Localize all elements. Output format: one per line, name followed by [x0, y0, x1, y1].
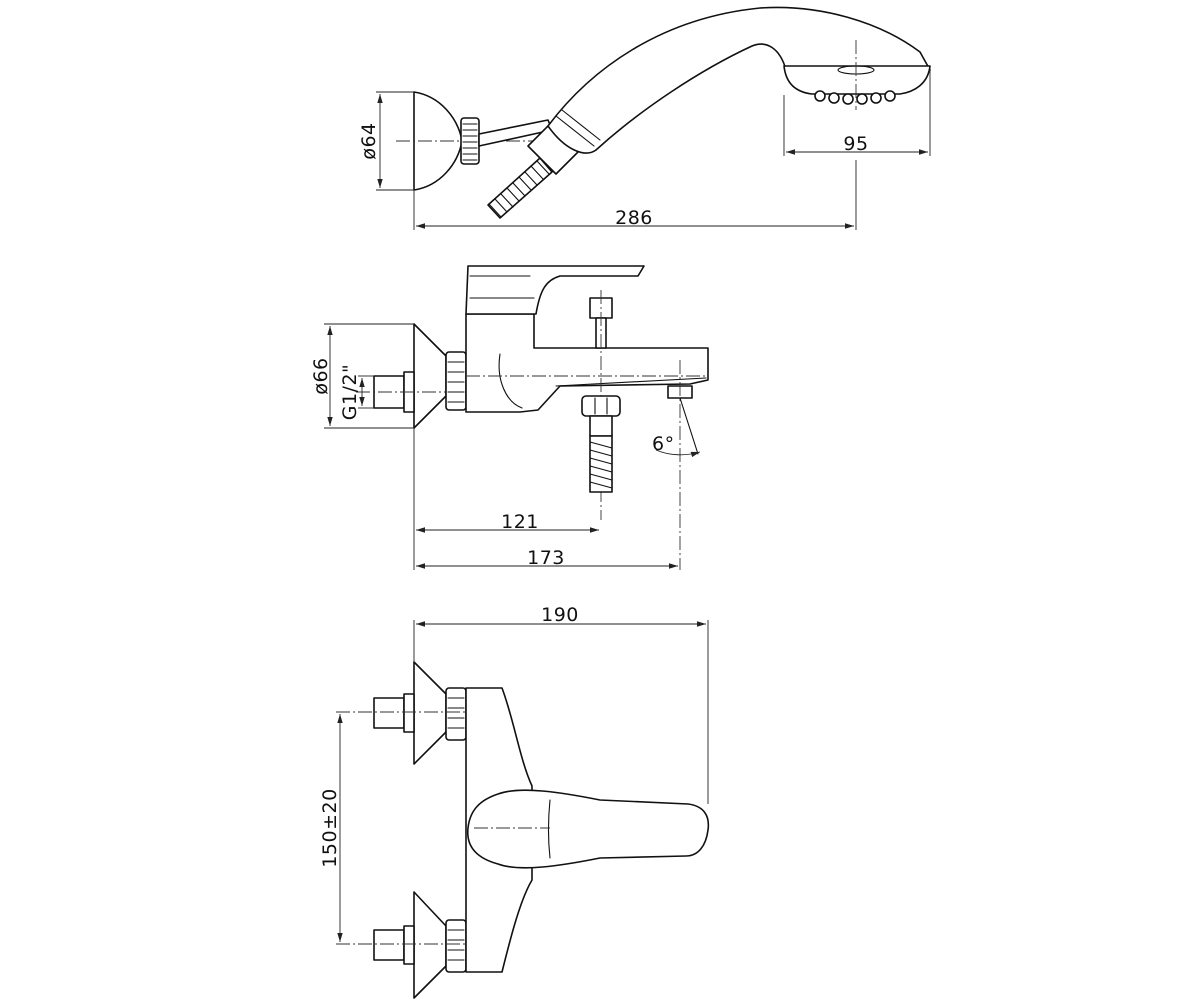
nozzles: [814, 90, 896, 105]
side-lever: [465, 265, 645, 315]
mixer-side-view: [356, 265, 709, 570]
dim-label-150: 150±20: [319, 788, 341, 867]
dim-label-121: 121: [501, 511, 539, 533]
mixer-front-dimensions: 190 150±20: [319, 604, 709, 942]
angle-line: [679, 397, 699, 455]
front-bottom-nut: [445, 919, 467, 973]
side-wall-flange: [413, 323, 447, 429]
side-hose: [589, 435, 613, 493]
front-top-inlet: [373, 697, 405, 729]
front-lever: [467, 789, 710, 869]
dim-label-190: 190: [541, 604, 579, 626]
side-mixer-body: [465, 313, 709, 413]
mixer-side-dimensions: ø66 G1/2" 6° 121 173: [310, 323, 678, 570]
bracket-nut: [460, 117, 480, 165]
dim-label-95: 95: [843, 133, 868, 155]
dim-label-thread: G1/2": [339, 364, 361, 421]
shower-head: [783, 65, 931, 95]
front-top-nut: [445, 687, 467, 741]
front-top-flange: [413, 661, 447, 765]
dim-label-diameter-66: ø66: [310, 357, 332, 394]
shower-hose: [487, 157, 553, 219]
dim-label-angle: 6°: [652, 433, 675, 455]
hand-shower-dimensions: ø64 95 286: [358, 70, 931, 230]
front-bottom-inlet: [373, 929, 405, 961]
dim-label-diameter-64: ø64: [358, 122, 380, 159]
dim-label-173: 173: [527, 547, 565, 569]
hand-shower-view: [396, 6, 931, 219]
mixer-front-view: [336, 661, 710, 999]
side-hose-nut: [581, 395, 621, 437]
front-bottom-flange: [413, 891, 447, 999]
dim-label-286: 286: [615, 207, 653, 229]
side-hex-nut: [445, 351, 467, 411]
